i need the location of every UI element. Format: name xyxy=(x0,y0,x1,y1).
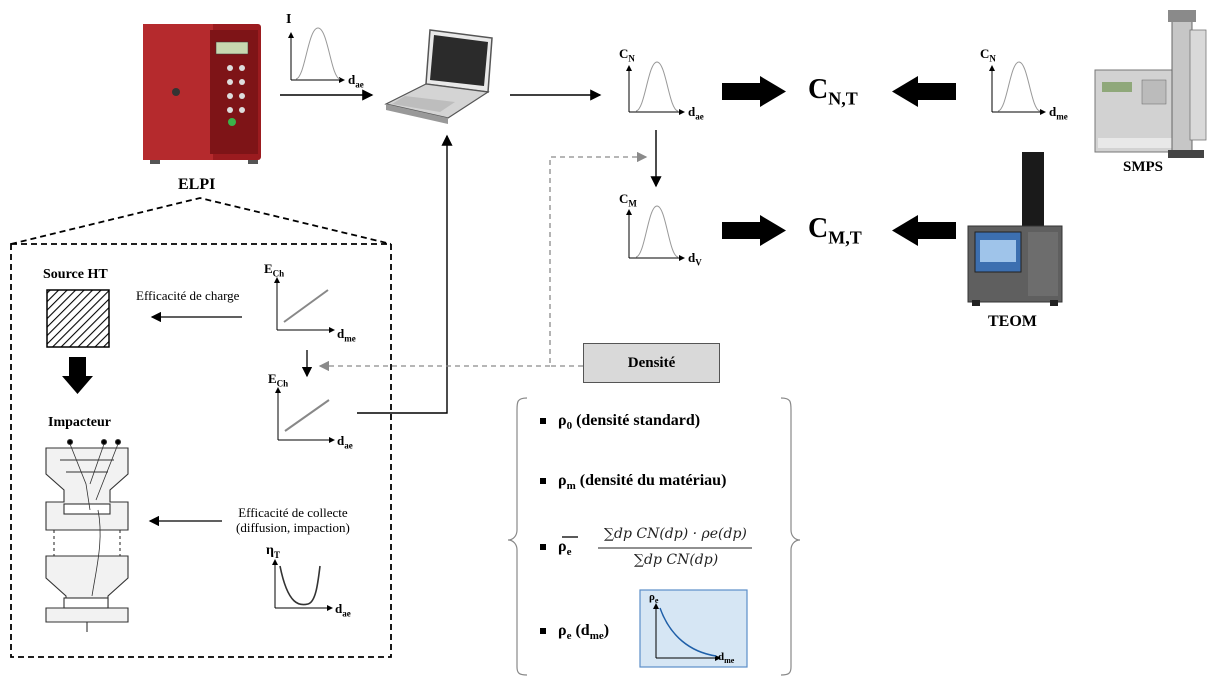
axis-eta: ηT xyxy=(266,543,280,560)
rho-e-inset-plot xyxy=(639,589,748,668)
axis-i: I xyxy=(286,12,292,27)
plot-ech-dme xyxy=(274,277,335,333)
thick-arrow-smps-to-cnt xyxy=(892,76,956,107)
thick-arrow-cm-to-cmt xyxy=(722,215,786,246)
axis-cn-top: CN xyxy=(619,46,635,64)
formula-numerator: ∑dp CN(dp) · ρe(dp) xyxy=(604,526,747,542)
smps-label: SMPS xyxy=(1123,159,1164,175)
impacteur-drawing-icon xyxy=(45,438,129,632)
teom-device-icon xyxy=(967,152,1063,306)
density-item-rhoe-dme: ρe (dme) xyxy=(540,622,609,642)
result-cnt: CN,T xyxy=(808,74,858,109)
axis-dv: dV xyxy=(688,250,702,268)
axis-dae-top: dae xyxy=(688,104,704,122)
axis-dae-3: dae xyxy=(335,601,351,619)
arrow-ech-to-laptop xyxy=(357,134,453,414)
thick-arrow-cn-to-cnt xyxy=(722,76,786,107)
thick-arrow-source-to-impacteur xyxy=(62,357,93,394)
axis-dae-2: dae xyxy=(337,433,353,451)
thick-arrow-teom-to-cmt xyxy=(892,215,956,246)
axis-dae-main: dae xyxy=(348,72,364,90)
density-item-rhoe-mean: ρe xyxy=(540,538,571,558)
plot-i-dae xyxy=(288,27,345,83)
densite-box: Densité xyxy=(583,343,720,383)
axis-cm: CM xyxy=(619,191,637,209)
inset-axis-dme: dme xyxy=(718,651,735,666)
axis-ech-2: ECh xyxy=(268,371,289,389)
source-ht-hatched-block xyxy=(46,289,110,348)
axis-ech-1: ECh xyxy=(264,261,285,279)
charge-efficiency-label: Efficacité de charge xyxy=(136,288,240,303)
right-brace xyxy=(780,397,801,676)
impacteur-label: Impacteur xyxy=(48,415,111,430)
elpi-detail-box xyxy=(10,197,392,658)
plot-cn-dme xyxy=(989,61,1046,115)
smps-device-icon xyxy=(1094,10,1207,158)
density-item-rhom: ρm (densité du matériau) xyxy=(540,472,726,492)
formula-denominator: ∑dp CN(dp) xyxy=(634,552,719,568)
plot-cm-dv xyxy=(626,205,685,261)
plot-ech-dae xyxy=(275,387,335,443)
left-brace xyxy=(507,397,528,676)
elpi-device-icon xyxy=(143,24,261,164)
laptop-icon xyxy=(384,29,493,124)
axis-dme-right: dme xyxy=(1049,104,1068,122)
teom-label: TEOM xyxy=(988,313,1037,330)
result-cmt: CM,T xyxy=(808,213,862,248)
axis-cn-right: CN xyxy=(980,46,996,64)
collect-efficiency-label: Efficacité de collecte (diffusion, impac… xyxy=(236,505,350,535)
elpi-label: ELPI xyxy=(178,176,216,193)
source-ht-label: Source HT xyxy=(43,267,108,282)
density-item-rho0: ρ0 (densité standard) xyxy=(540,412,700,432)
dashed-density-link-cm xyxy=(549,151,648,367)
axis-dme-1: dme xyxy=(337,326,356,344)
inset-axis-rhoe: ρe xyxy=(649,591,659,606)
plot-cn-dae xyxy=(626,61,685,115)
plot-eta-dae xyxy=(272,559,333,611)
